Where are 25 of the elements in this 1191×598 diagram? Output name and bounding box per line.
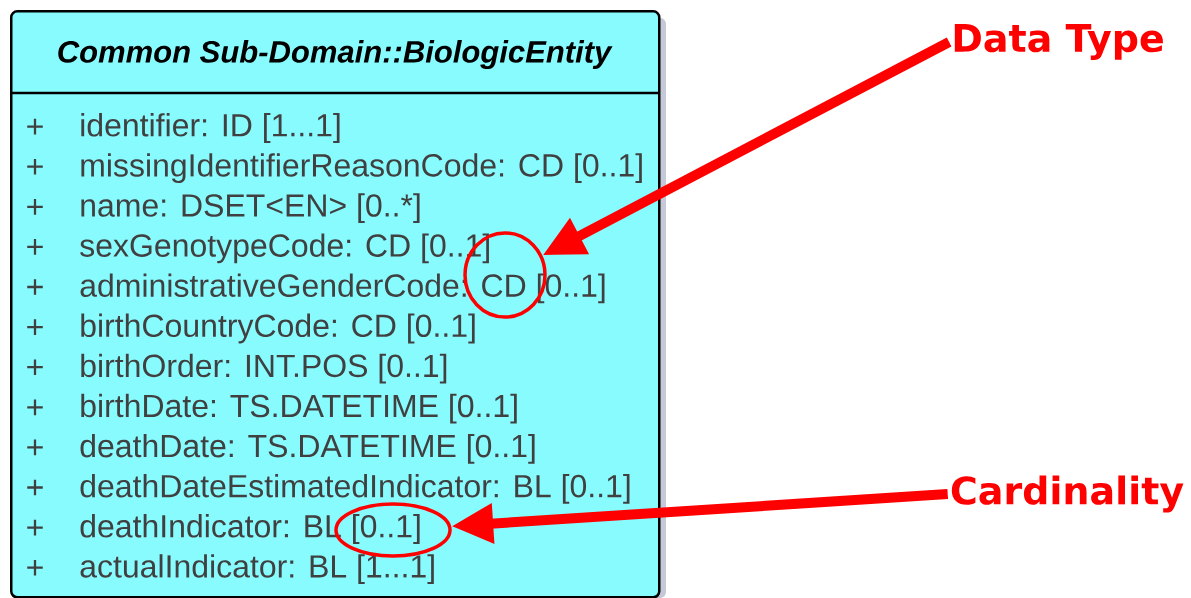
visibility-mark: +: [27, 399, 43, 416]
attribute-text: actualIndicator: BL [1...1]: [80, 554, 434, 584]
attribute-text: deathDateEstimatedIndicator: BL [0..1]: [80, 474, 630, 504]
visibility-mark: +: [27, 118, 43, 135]
class-box: [10, 10, 666, 598]
visibility-mark: +: [27, 519, 43, 536]
visibility-mark: +: [27, 279, 43, 295]
class-name: Common Sub-Domain::BiologicEntity: [58, 40, 613, 69]
attribute-text: birthCountryCode: CD [0..1]: [81, 313, 475, 344]
visibility-mark: +: [27, 479, 43, 496]
attribute-text: missingIdentifierReasonCode: CD [0..1]: [81, 153, 642, 183]
attribute-text: deathDate: TS.DATETIME [0..1]: [80, 433, 535, 464]
visibility-mark: +: [27, 559, 43, 576]
annotation-label: Cardinality: [951, 475, 1184, 513]
visibility-mark: +: [27, 359, 43, 376]
visibility-mark: +: [27, 319, 43, 335]
visibility-mark: +: [27, 239, 43, 255]
attribute-text: birthOrder: INT.POS [0..1]: [81, 353, 447, 384]
annotation-label: Data Type: [954, 24, 1163, 60]
visibility-mark: +: [27, 199, 43, 215]
attribute-text: birthDate: TS.DATETIME [0..1]: [81, 393, 517, 424]
visibility-mark: +: [27, 439, 43, 456]
visibility-mark: +: [27, 158, 43, 175]
attribute-text: name: DSET<EN> [0..*]: [81, 193, 420, 224]
attribute-text: identifier: ID [1...1]: [81, 113, 340, 143]
